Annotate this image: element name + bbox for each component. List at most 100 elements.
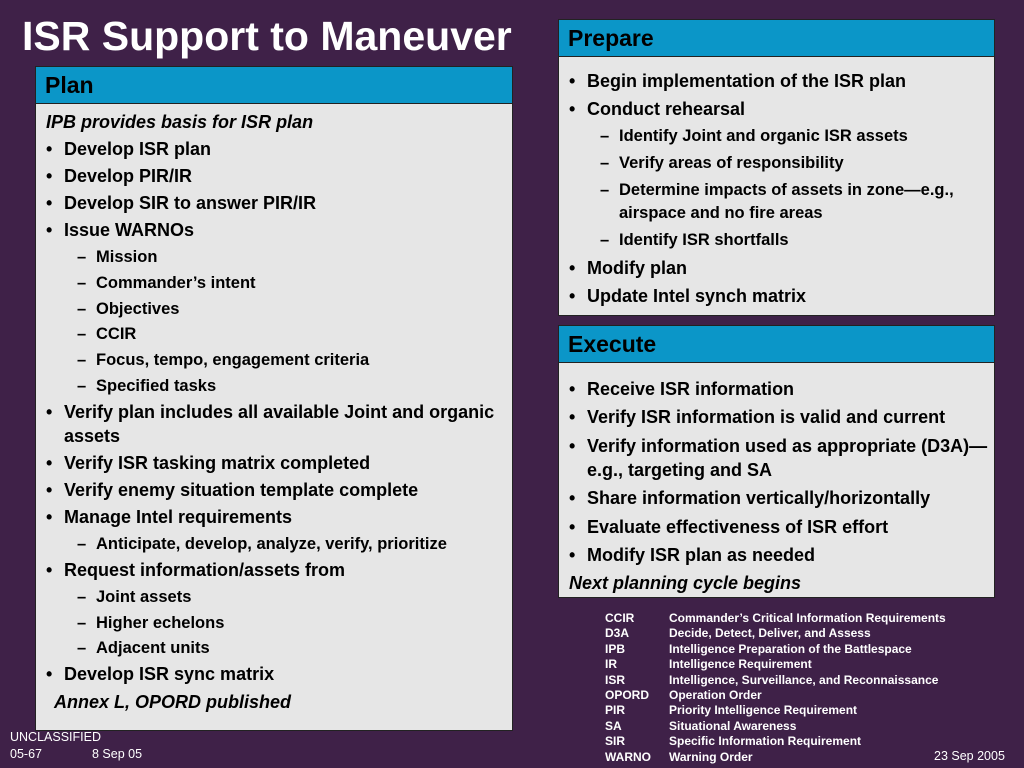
bullet-text: Update Intel synch matrix <box>587 286 807 306</box>
bullet-text: CCIR <box>96 325 137 344</box>
bullet-text: Share information vertically/horizontall… <box>587 488 931 508</box>
execute-panel: Execute •Receive ISR information•Verify … <box>558 325 995 598</box>
prepare-list: • Begin implementation of the ISR plan •Co… <box>559 69 994 308</box>
bullet-text: Focus, tempo, engagement criteria <box>96 351 370 370</box>
prepare-header: Prepare <box>559 20 994 57</box>
bullet-item: •Verify ISR information is valid and cur… <box>559 405 994 429</box>
sub-bullet-item: –Adjacent units <box>36 637 512 659</box>
bullet-marker: • <box>569 378 576 399</box>
bullet-item: •Evaluate effectiveness of ISR effort <box>559 515 994 539</box>
glossary-definition: Intelligence Preparation of the Battlesp… <box>669 641 912 656</box>
dash-marker: – <box>600 154 610 172</box>
bullet-text: Joint assets <box>96 587 192 606</box>
bullet-item: • Verify plan includes all available Join… <box>36 400 512 448</box>
glossary-definition: Specific Information Requirement <box>669 734 862 749</box>
dash-marker: – <box>77 377 87 396</box>
glossary-definition: Commander’s Critical Information Require… <box>669 611 946 625</box>
sub-bullet-item: –Determine impacts of assets in zone—e.g… <box>559 179 994 225</box>
sub-bullet-item: –Identify ISR shortfalls <box>559 229 994 252</box>
sub-bullet-item: –Joint assets <box>36 586 512 608</box>
bullet-marker: • <box>46 507 53 528</box>
plan-list: •Develop ISR plan•Develop PIR/IR•Develop… <box>36 137 512 686</box>
bullet-item: • Manage Intel requirements <box>36 505 512 529</box>
bullet-text: Specified tasks <box>96 377 217 396</box>
sub-bullet-item: –Objectives <box>36 298 512 320</box>
bullet-item: •Verify enemy situation template complet… <box>36 478 512 502</box>
glossary-abbr: SIR <box>605 734 626 749</box>
plan-header: Plan <box>36 67 512 104</box>
glossary-definition: Situational Awareness <box>669 718 797 733</box>
bullet-marker: • <box>569 407 576 427</box>
bullet-item: •Issue WARNOs <box>36 218 512 242</box>
sub-bullet-item: –Commander’s intent <box>36 272 512 294</box>
execute-closing: Next planning cycle begins <box>569 573 802 593</box>
glossary-definition: Priority Intelligence Requirement <box>669 703 858 718</box>
bullet-item: •Update Intel synch matrix <box>559 284 994 308</box>
glossary-definition: Intelligence Requirement <box>669 657 812 672</box>
bullet-marker: • <box>46 402 53 423</box>
bullet-item: •Develop SIR to answer PIR/IR <box>36 191 512 215</box>
bullet-item: • Begin implementation of the ISR plan <box>559 69 994 93</box>
glossary-definition: Decide, Detect, Deliver, and Assess <box>669 626 871 641</box>
bullet-item: • Receive ISR information <box>559 377 994 401</box>
bullet-text: Adjacent units <box>96 639 210 658</box>
footer-right-date: 23 Sep 2005 <box>934 749 1005 763</box>
bullet-item: •Develop PIR/IR <box>36 164 512 188</box>
dash-marker: – <box>77 299 87 318</box>
dash-marker: – <box>77 273 87 292</box>
dash-marker: – <box>600 231 610 249</box>
bullet-item: •Verify ISR tasking matrix completed <box>36 451 512 475</box>
sub-bullet-item: –Mission <box>36 246 512 268</box>
glossary-row: SIR Specific Information Requirement <box>605 734 946 749</box>
bullet-text: Begin implementation of the ISR plan <box>587 71 907 91</box>
bullet-text: Determine impacts of assets in zone—e.g.… <box>619 181 954 222</box>
bullet-text: Identify Joint and organic ISR assets <box>619 127 908 145</box>
bullet-text: Anticipate, develop, analyze, verify, pr… <box>96 534 447 553</box>
bullet-text: Verify areas of responsibility <box>619 154 844 172</box>
bullet-marker: • <box>46 453 53 474</box>
bullet-text: Modify ISR plan as needed <box>587 545 816 565</box>
glossary-row: IPB Intelligence Preparation of the Battl… <box>605 642 946 657</box>
execute-list: • Receive ISR information •Verify ISR info… <box>559 377 994 568</box>
bullet-marker: • <box>569 488 576 508</box>
plan-panel: Plan IPB provides basis for ISR plan •De… <box>35 66 513 731</box>
plan-body: IPB provides basis for ISR plan •Develop… <box>36 104 512 714</box>
bullet-text: Develop SIR to answer PIR/IR <box>64 193 317 213</box>
glossary-definition: Operation Order <box>669 688 762 703</box>
bullet-text: Request information/assets from <box>64 559 346 580</box>
glossary-definition: Intelligence, Surveillance, and Reconnai… <box>669 672 939 687</box>
plan-closing: Annex L, OPORD published <box>54 692 292 713</box>
glossary-abbr: ISR <box>605 672 626 687</box>
dash-marker: – <box>77 639 87 658</box>
glossary-abbr: IPB <box>605 641 626 656</box>
bullet-item: •Develop ISR sync matrix <box>36 662 512 686</box>
bullet-marker: • <box>569 258 576 278</box>
bullet-text: Receive ISR information <box>587 378 795 399</box>
bullet-item: •Modify plan <box>559 256 994 280</box>
bullet-text: Evaluate effectiveness of ISR effort <box>587 516 889 537</box>
bullet-text: Verify information used as appropriate (… <box>587 435 988 480</box>
bullet-text: Verify plan includes all available Joint… <box>64 402 495 447</box>
bullet-text: Develop ISR sync matrix <box>64 664 275 685</box>
bullet-item: • Verify information used as appropriate … <box>559 434 994 482</box>
bullet-marker: • <box>569 71 576 91</box>
bullet-text: Objectives <box>96 299 180 318</box>
sub-bullet-item: –CCIR <box>36 323 512 345</box>
bullet-text: Manage Intel requirements <box>64 507 293 528</box>
glossary-row: OPORD Operation Order <box>605 688 946 703</box>
bullet-text: Higher echelons <box>96 613 225 632</box>
bullet-item: •Conduct rehearsal <box>559 97 994 121</box>
slide-title: ISR Support to Maneuver <box>22 13 512 59</box>
dash-marker: – <box>600 181 610 199</box>
bullet-marker: • <box>569 99 576 119</box>
glossary-abbr: OPORD <box>605 688 650 703</box>
glossary-abbr: WARNO <box>605 749 651 764</box>
glossary-abbr: SA <box>605 718 622 733</box>
bullet-marker: • <box>569 435 576 456</box>
sub-bullet-item: –Anticipate, develop, analyze, verify, p… <box>36 533 512 555</box>
bullet-text: Verify enemy situation template complete <box>64 480 419 501</box>
